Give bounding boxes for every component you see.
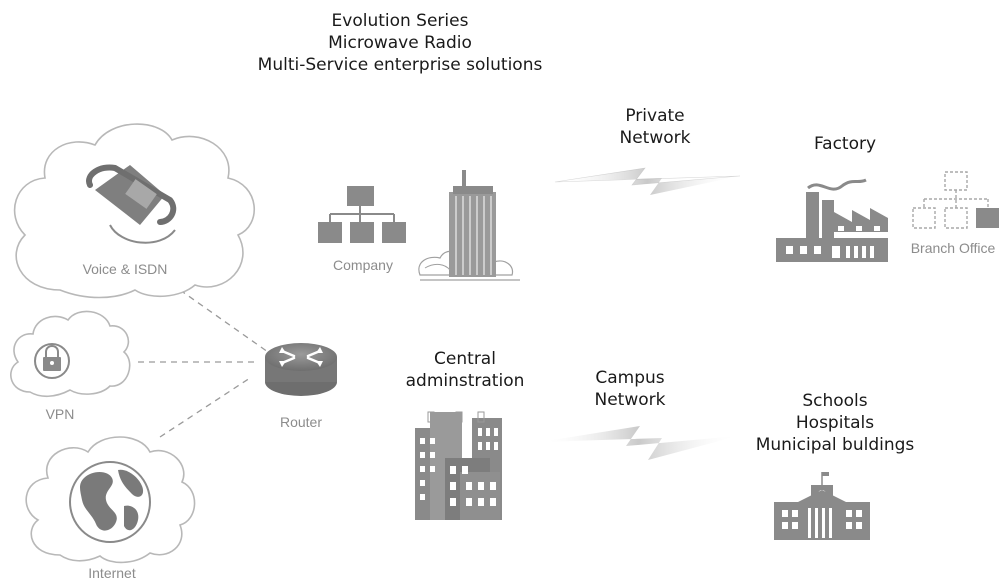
title-line-1: Evolution Series xyxy=(331,11,469,31)
phone-icon xyxy=(86,164,177,244)
private-network-label: Private Network xyxy=(600,105,710,149)
router-label: Router xyxy=(279,414,323,430)
campus-network-label: Campus Network xyxy=(570,367,690,411)
city-buildings-icon xyxy=(415,411,502,520)
router-icon xyxy=(265,343,337,396)
org-chart-icon xyxy=(318,186,406,243)
campus-network-line-1: Campus xyxy=(595,368,665,388)
municipal-line: Municipal buldings xyxy=(755,435,915,455)
vpn-cloud xyxy=(10,310,131,398)
internet-label: Internet xyxy=(88,565,136,581)
private-network-label-line-1: Private xyxy=(625,106,685,126)
schools-line: Schools xyxy=(802,391,868,411)
factory-label: Factory xyxy=(813,134,877,154)
voice-isdn-label: Voice & ISDN xyxy=(82,261,168,277)
title-line-2: Microwave Radio xyxy=(328,33,472,53)
company-label: Company xyxy=(333,257,393,273)
diagram-title: Evolution Series Microwave Radio Multi-S… xyxy=(230,10,570,76)
skyscraper-icon xyxy=(418,170,520,281)
factory-icon xyxy=(776,178,888,262)
connection-lines xyxy=(138,289,269,438)
private-network-label-line-2: Network xyxy=(619,128,691,148)
title-line-3: Multi-Service enterprise solutions xyxy=(257,55,543,75)
globe-icon xyxy=(69,461,151,543)
central-admin-line-1: Central xyxy=(434,349,496,369)
municipal-building-icon xyxy=(774,472,870,540)
lightning-link-icon-private xyxy=(554,167,741,195)
vpn-label: VPN xyxy=(45,406,75,422)
lock-icon xyxy=(34,343,70,379)
branch-office-label: Branch Office xyxy=(910,240,996,256)
line-voice-router xyxy=(179,289,269,353)
central-administration-label: Central adminstration xyxy=(390,348,540,392)
hospitals-line: Hospitals xyxy=(795,413,875,433)
line-internet-router xyxy=(159,377,251,438)
central-admin-line-2: adminstration xyxy=(405,371,525,391)
branch-chart-icon xyxy=(912,171,999,229)
lightning-link-icon-campus xyxy=(540,426,738,460)
campus-network-line-2: Network xyxy=(594,390,666,410)
schools-hospitals-label: Schools Hospitals Municipal buldings xyxy=(735,390,935,456)
